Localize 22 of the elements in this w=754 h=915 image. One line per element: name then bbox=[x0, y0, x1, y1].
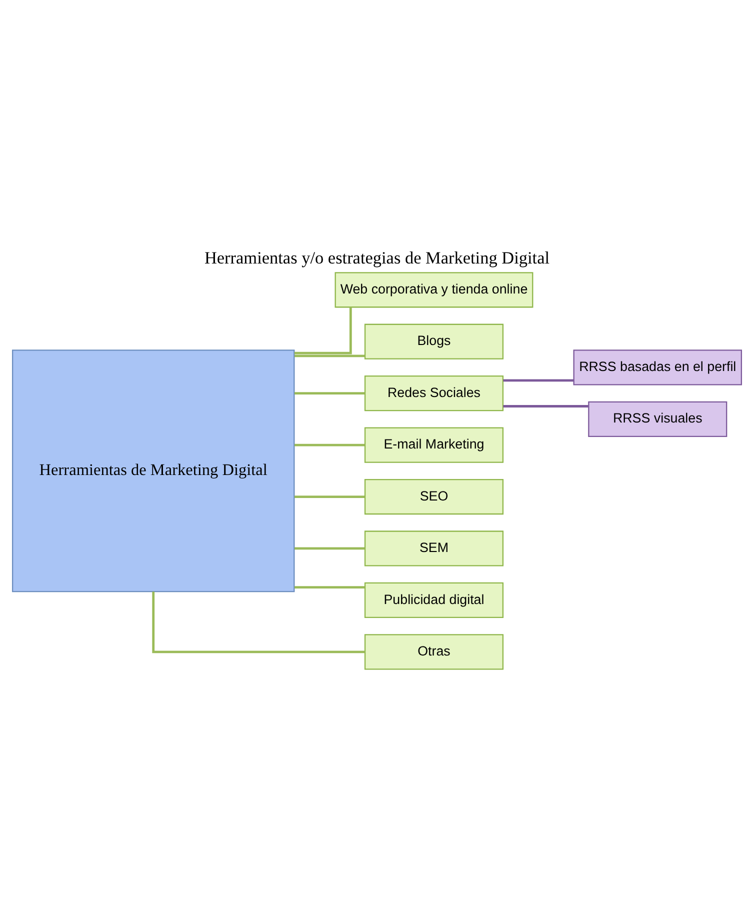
node-box: Blogs bbox=[364, 324, 504, 360]
connector bbox=[294, 307, 352, 354]
connector bbox=[294, 444, 365, 446]
node-box: Web corporativa y tienda online bbox=[334, 272, 534, 308]
connector bbox=[294, 354, 365, 358]
node-box: SEO bbox=[364, 478, 504, 515]
connector bbox=[294, 586, 365, 588]
node-box: E-mail Marketing bbox=[364, 427, 504, 463]
node-box: Redes Sociales bbox=[364, 376, 504, 412]
connector bbox=[152, 592, 365, 654]
node-box: RRSS visuales bbox=[588, 401, 728, 437]
node-box: Herramientas de Marketing Digital bbox=[12, 350, 295, 592]
connector bbox=[294, 496, 365, 498]
node-box: SEM bbox=[364, 530, 504, 566]
node-box: RRSS basadas en el perfil bbox=[573, 350, 742, 386]
diagram-title: Herramientas y/o estrategias de Marketing Digital bbox=[204, 248, 550, 268]
node-box: Otras bbox=[364, 634, 504, 670]
connector bbox=[294, 547, 365, 550]
node-box: Publicidad digital bbox=[364, 582, 504, 618]
connector bbox=[503, 405, 588, 408]
connector bbox=[294, 392, 365, 395]
connector bbox=[503, 379, 574, 382]
